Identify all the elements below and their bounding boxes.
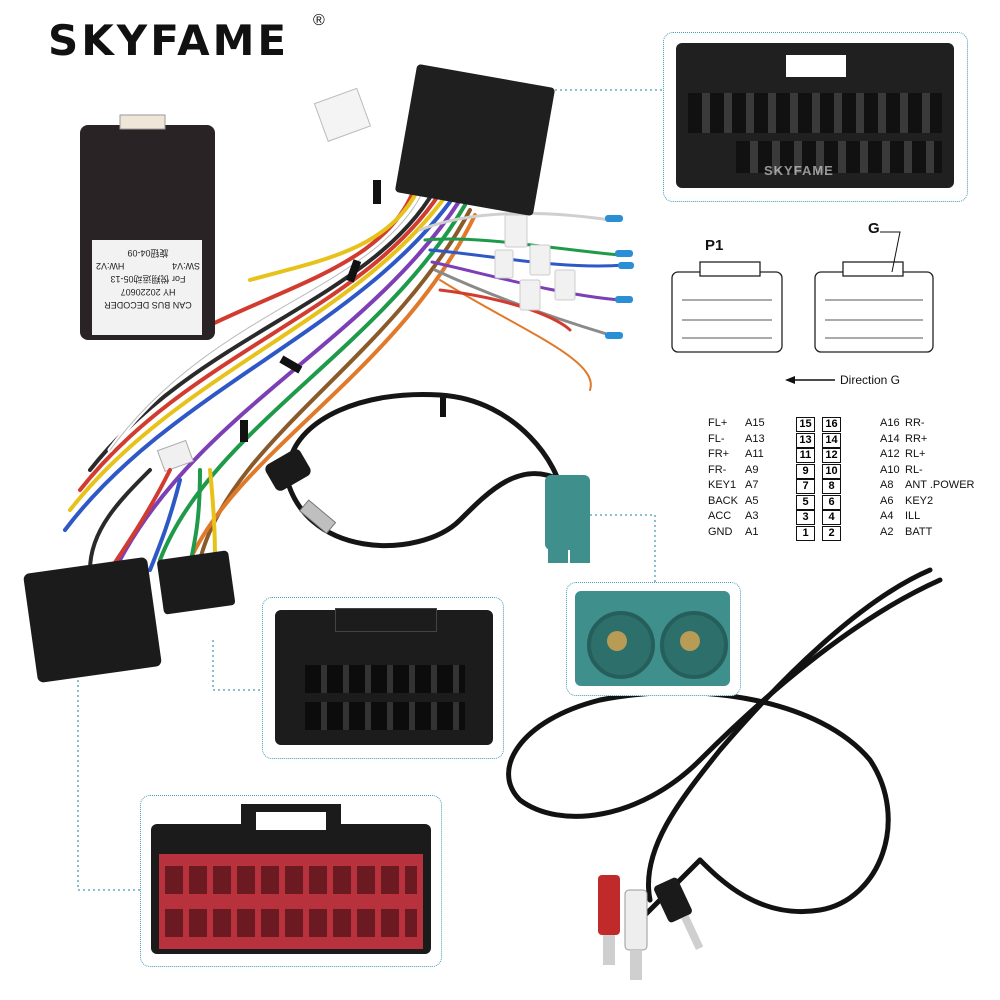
pin-right-name: RL+ — [905, 448, 926, 460]
decoder-label: CAN BUS DECODER HY 20220607 For 悦翔运动05-1… — [96, 246, 200, 311]
pin-right-id: A8 — [880, 479, 894, 491]
pin-right-id: A10 — [880, 463, 900, 476]
direction-label: Direction G — [840, 373, 901, 387]
pin-left-id: A5 — [745, 494, 759, 507]
watermark: SKYFAME — [764, 163, 834, 178]
pin-left-id: A1 — [745, 525, 759, 538]
pin-left-number: 11 — [796, 448, 815, 463]
pin-right-number: 12 — [822, 448, 841, 463]
pin-right-name: RR+ — [905, 432, 928, 445]
pin-row-upper — [688, 93, 942, 133]
fakra-connector-face — [575, 591, 730, 686]
pin-row-lower — [736, 141, 942, 173]
pin-left-number: 3 — [796, 510, 815, 525]
pin-left-number: 7 — [796, 479, 815, 494]
pin-left-id: A7 — [745, 479, 759, 491]
p1-label: P1 — [705, 237, 724, 254]
pin-left-name: BACK — [708, 494, 738, 507]
pin-left-number: 1 — [796, 525, 815, 541]
pin-left-name: FR- — [708, 463, 727, 476]
pin-left-name: ACC — [708, 510, 732, 522]
decoder-line6: 旋钮04-09 — [127, 248, 169, 258]
pin-left-name: FL- — [708, 432, 725, 445]
16pin-connector-face — [275, 608, 493, 745]
pin-right-id: A12 — [880, 448, 900, 460]
pin-right-name: ILL — [905, 510, 921, 522]
pin-left-id: A3 — [745, 510, 759, 522]
pin-right-id: A14 — [880, 432, 900, 445]
pin-left-id: A15 — [745, 417, 765, 429]
pin-right-id: A4 — [880, 510, 894, 522]
pin-right-name: KEY2 — [905, 494, 934, 507]
decoder-line2: HY 20220607 — [120, 287, 176, 297]
pin-right-id: A16 — [880, 417, 900, 429]
main-connector-face — [676, 43, 954, 188]
decoder-line3: For 悦翔运动05-13 — [110, 274, 186, 284]
pin-right-name: ANT .POWER — [905, 479, 975, 491]
decoder-line4: HW:V2 — [96, 261, 125, 271]
panel-red-connector — [140, 795, 442, 967]
pin-right-name: RR- — [905, 417, 925, 429]
pin-left-id: A9 — [745, 463, 759, 476]
pin-right-number: 8 — [822, 479, 841, 494]
pin-right-id: A6 — [880, 494, 894, 507]
pin-right-number: 16 — [822, 417, 841, 432]
pin-right-name: RL- — [905, 463, 923, 476]
brand-logo: SKYFAME — [48, 16, 290, 65]
decoder-line5: SW:V4 — [172, 261, 200, 271]
pin-left-id: A13 — [745, 432, 765, 445]
pin-left-name: GND — [708, 525, 733, 538]
registered-mark: ® — [313, 12, 325, 29]
pin-right-id: A2 — [880, 525, 894, 538]
decoder-line1: CAN BUS DECODER — [104, 300, 192, 310]
pin-right-name: BATT — [905, 525, 933, 538]
red-connector-housing — [151, 804, 431, 954]
pin-right-number: 4 — [822, 510, 841, 525]
red-connector-face — [159, 854, 423, 949]
panel-main-connector: SKYFAME — [663, 32, 968, 202]
panel-16pin-connector — [262, 597, 504, 759]
pin-left-name: KEY1 — [708, 479, 737, 491]
pin-left-name: FL+ — [708, 417, 728, 429]
pin-left-number: 13 — [796, 432, 815, 448]
pin-left-number: 15 — [796, 417, 815, 432]
pin-right-number: 2 — [822, 525, 841, 541]
g-label: G — [868, 220, 880, 237]
pin-left-name: FR+ — [708, 448, 730, 460]
pin-right-number: 6 — [822, 494, 841, 510]
pin-right-number: 14 — [822, 432, 841, 448]
pin-left-number: 5 — [796, 494, 815, 510]
pin-left-number: 9 — [796, 463, 815, 479]
pin-right-number: 10 — [822, 463, 841, 479]
panel-fakra-connector — [566, 582, 741, 696]
pin-left-id: A11 — [745, 448, 764, 460]
